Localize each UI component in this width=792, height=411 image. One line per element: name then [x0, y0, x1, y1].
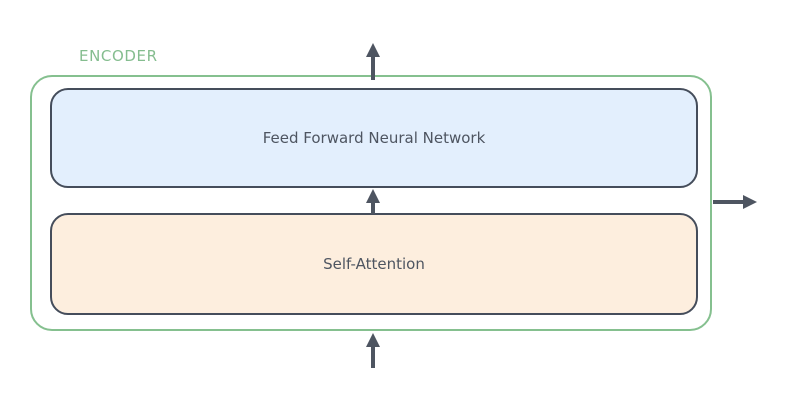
block-label-feed-forward: Feed Forward Neural Network: [262, 129, 486, 147]
encoder-label: ENCODER: [75, 46, 162, 66]
block-self-attention: Self-Attention: [50, 213, 698, 315]
arrow-up-input-icon: [358, 330, 388, 370]
arrow-up-attention-to-ffnn-icon: [358, 188, 388, 216]
block-feed-forward-neural-network: Feed Forward Neural Network: [50, 88, 698, 188]
arrow-up-output-icon: [358, 42, 388, 82]
arrow-right-encoder-output-icon: [710, 188, 764, 216]
block-label-self-attention: Self-Attention: [323, 255, 425, 273]
